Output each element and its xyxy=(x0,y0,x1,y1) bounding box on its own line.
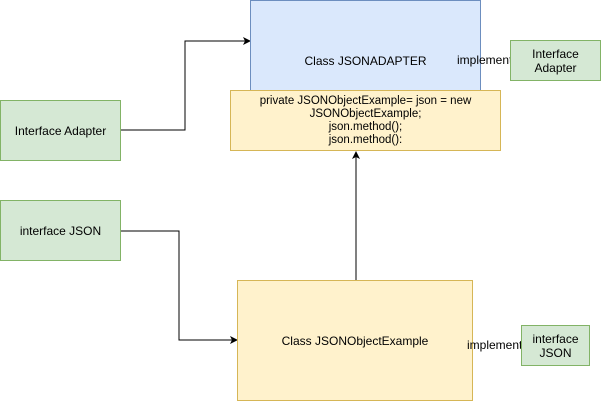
interface-adapter-label: Interface Adapter xyxy=(14,123,107,138)
interface-json-label: interface JSON xyxy=(19,223,102,238)
adapter-code-line-4: json.method(): xyxy=(328,133,403,146)
class-json-object-example-label: Class JSONObjectExample xyxy=(281,333,429,348)
adapter-code-line-2: JSONObjectExample; xyxy=(309,107,422,120)
adapter-code-line-1: private JSONObjectExample= json = new xyxy=(259,94,472,107)
implements-label-top: implements xyxy=(457,53,519,67)
interface-adapter-node: Interface Adapter xyxy=(0,100,121,161)
adapter-code-lines: private JSONObjectExample= json = new JS… xyxy=(260,95,472,147)
edge-interface-json-to-json-object-example xyxy=(120,230,238,344)
interface-json-tag-label: interface JSON xyxy=(532,331,579,360)
adapter-code-line-3: json.method(); xyxy=(328,120,403,133)
interface-json-tag-node: interface JSON xyxy=(521,325,590,366)
interface-adapter-tag-node: Interface Adapter xyxy=(510,40,601,81)
class-json-object-example-node: Class JSONObjectExample xyxy=(237,280,473,401)
interface-json-node: interface JSON xyxy=(0,200,121,261)
interface-adapter-tag-label: Interface Adapter xyxy=(532,46,579,75)
implements-label-bottom: implements xyxy=(467,338,529,352)
class-jsonadapter-label: Class JSONADAPTER xyxy=(304,53,427,68)
adapter-code-node: private JSONObjectExample= json = new JS… xyxy=(230,90,501,151)
